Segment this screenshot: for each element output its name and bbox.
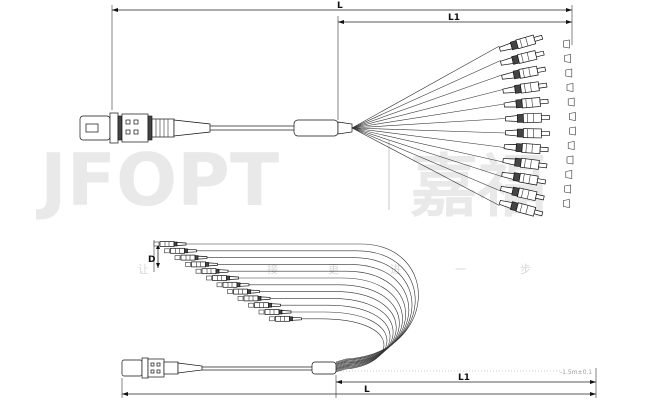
lc-connector <box>503 97 549 109</box>
bottom-fanout-leg <box>248 302 391 371</box>
lc-connector <box>502 81 548 94</box>
bottom-reference-line: -1.5m±0.1 <box>340 369 592 376</box>
top-fanout-legs <box>351 34 576 217</box>
bottom-fanout-leg <box>227 288 397 369</box>
top-fanout-leg <box>351 112 576 129</box>
lc-connector <box>195 268 229 275</box>
top-fanout-leg <box>351 127 570 217</box>
top-fanout-leg <box>351 81 574 129</box>
bottom-dim-l1-label: L1 <box>458 373 470 383</box>
lc-connector <box>248 302 281 309</box>
lc-connector <box>153 241 187 247</box>
lc-connector <box>258 309 292 315</box>
bottom-trunk-cable <box>202 361 337 375</box>
top-fanout-leg <box>351 34 570 129</box>
lc-connector <box>237 295 271 302</box>
lc-connector <box>206 275 239 281</box>
dust-cap <box>565 68 573 78</box>
lc-connector <box>498 200 544 217</box>
dust-cap <box>563 39 570 49</box>
lc-connector <box>174 254 208 261</box>
top-dim-l1-label: L1 <box>448 13 460 23</box>
top-mpo-connector <box>79 112 211 144</box>
top-dimension-l: L <box>111 1 573 110</box>
dust-cap <box>564 54 571 63</box>
lc-connector <box>216 281 250 288</box>
bottom-dim-l-label: L <box>364 385 370 395</box>
lc-connector <box>501 172 547 186</box>
lc-connector <box>185 261 218 268</box>
bottom-fanout-leg <box>185 261 410 365</box>
top-fanout-leg <box>351 127 574 170</box>
dust-cap <box>567 141 575 150</box>
bottom-mpo-connector <box>121 357 203 379</box>
bottom-fanout-leg <box>269 315 385 373</box>
bottom-fanout-leg <box>206 275 403 367</box>
lc-connector <box>500 50 545 66</box>
dust-cap <box>566 155 574 165</box>
slogan-char-6: 一 <box>455 263 466 276</box>
bottom-dim-d-label: D <box>148 255 155 265</box>
slogan-char-7: 步 <box>520 263 531 276</box>
bottom-small-tag: -1.5m±0.1 <box>560 369 592 376</box>
top-view: L L1 <box>79 1 576 217</box>
lc-connector <box>498 34 544 52</box>
top-dim-l-label: L <box>337 1 343 11</box>
lc-connector <box>269 315 302 322</box>
lc-connector <box>502 157 548 170</box>
bottom-dimension-l: L <box>121 378 596 398</box>
dust-cap <box>569 112 576 121</box>
top-fanout-leg <box>351 126 576 139</box>
top-fanout-leg <box>351 127 573 186</box>
dust-cap <box>564 184 571 194</box>
dust-cap <box>566 83 574 92</box>
top-fanout-leg <box>351 97 575 129</box>
slogan-char-5: 进 <box>390 263 401 276</box>
bottom-fanout-leg <box>237 295 394 370</box>
bottom-fanout-legs <box>153 241 419 373</box>
slogan-char-4: 更 <box>328 263 339 276</box>
watermark-logo: JFOPT <box>35 138 279 222</box>
dust-cap <box>569 126 576 136</box>
lc-connector <box>500 186 545 202</box>
lc-connector <box>503 143 549 155</box>
watermark-divider <box>388 140 390 210</box>
lc-connector <box>164 247 197 254</box>
top-fanout-leg <box>351 127 571 202</box>
top-trunk-cable <box>210 119 353 137</box>
top-dimension-l1: L1 <box>337 13 572 120</box>
dust-cap <box>563 199 570 208</box>
lc-connector <box>505 128 550 139</box>
lc-connector <box>504 112 550 124</box>
top-fanout-leg <box>351 127 575 155</box>
bottom-fanout-leg <box>216 281 400 368</box>
watermark: JFOPT 嘉福 让 接 更 进 一 步 <box>35 138 546 276</box>
bottom-dimension-l1: L1 <box>335 368 597 398</box>
dust-cap <box>565 170 573 179</box>
lc-connector <box>227 288 260 295</box>
dust-cap <box>567 97 575 107</box>
lc-connector <box>501 65 547 80</box>
bottom-fanout-leg <box>195 268 406 366</box>
bottom-fanout-leg <box>258 309 388 372</box>
top-fanout-leg <box>351 50 571 129</box>
slogan-char-1: 让 <box>138 263 149 276</box>
top-fanout-leg <box>351 65 573 129</box>
slogan-char-3: 接 <box>267 263 278 276</box>
